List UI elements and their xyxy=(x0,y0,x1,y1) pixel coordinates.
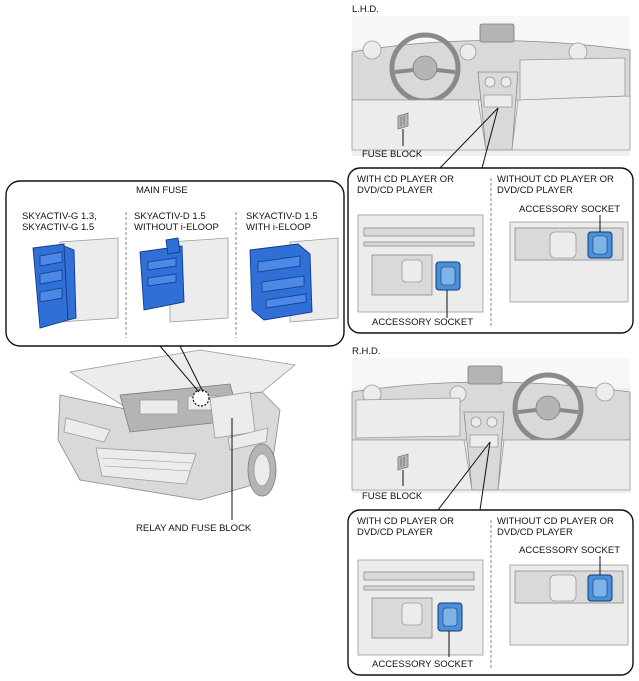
lhd-with-cd-line2: DVD/CD PLAYER xyxy=(357,185,433,196)
variant-3-line1: SKYACTIV-D 1.5 xyxy=(246,211,318,222)
main-fuse-variant-1 xyxy=(32,237,119,329)
lhd-without-cd-line1: WITHOUT CD PLAYER OR xyxy=(497,174,614,185)
main-fuse-title: MAIN FUSE xyxy=(136,185,188,196)
main-fuse-panel: MAIN FUSE SKYACTIV-G 1.3, SKYACTIV-G 1.5… xyxy=(5,180,345,347)
fuse-block-label-lhd: FUSE BLOCK xyxy=(362,149,423,160)
rhd-dashboard-illustration: R.H.D. xyxy=(351,346,631,493)
accessory-socket-label-rhd-with-cd: ACCESSORY SOCKET xyxy=(372,659,473,670)
rhd-without-cd-line2: DVD/CD PLAYER xyxy=(497,527,573,538)
variant-1-line1: SKYACTIV-G 1.3, xyxy=(22,211,97,222)
accessory-socket-label-rhd-without-cd: ACCESSORY SOCKET xyxy=(519,545,620,556)
main-fuse-variant-2 xyxy=(139,237,229,323)
accessory-socket-label-lhd-without-cd: ACCESSORY SOCKET xyxy=(519,204,620,215)
fuse-block-label-rhd: FUSE BLOCK xyxy=(362,491,423,502)
lhd-accessory-socket-panel: WITH CD PLAYER OR DVD/CD PLAYER WITHOUT … xyxy=(347,167,634,334)
variant-3-line2: WITH i-ELOOP xyxy=(246,222,311,233)
rhd-without-cd-line1: WITHOUT CD PLAYER OR xyxy=(497,516,614,527)
variant-2-line2: WITHOUT i-ELOOP xyxy=(134,222,219,233)
accessory-socket-label-lhd-with-cd: ACCESSORY SOCKET xyxy=(372,317,473,328)
main-fuse-variant-3 xyxy=(249,237,339,323)
variant-2-line1: SKYACTIV-D 1.5 xyxy=(134,211,206,222)
rhd-with-cd-line2: DVD/CD PLAYER xyxy=(357,527,433,538)
variant-1-line2: SKYACTIV-G 1.5 xyxy=(22,222,94,233)
lhd-with-cd-line1: WITH CD PLAYER OR xyxy=(357,174,454,185)
rhd-accessory-socket-panel: WITH CD PLAYER OR DVD/CD PLAYER WITHOUT … xyxy=(347,509,634,676)
lhd-without-cd-line2: DVD/CD PLAYER xyxy=(497,185,573,196)
lhd-label: L.H.D. xyxy=(352,4,379,15)
rhd-label: R.H.D. xyxy=(352,346,381,357)
relay-fuse-block-label: RELAY AND FUSE BLOCK xyxy=(136,523,252,534)
rhd-with-cd-line1: WITH CD PLAYER OR xyxy=(357,516,454,527)
engine-bay-illustration xyxy=(57,349,296,501)
